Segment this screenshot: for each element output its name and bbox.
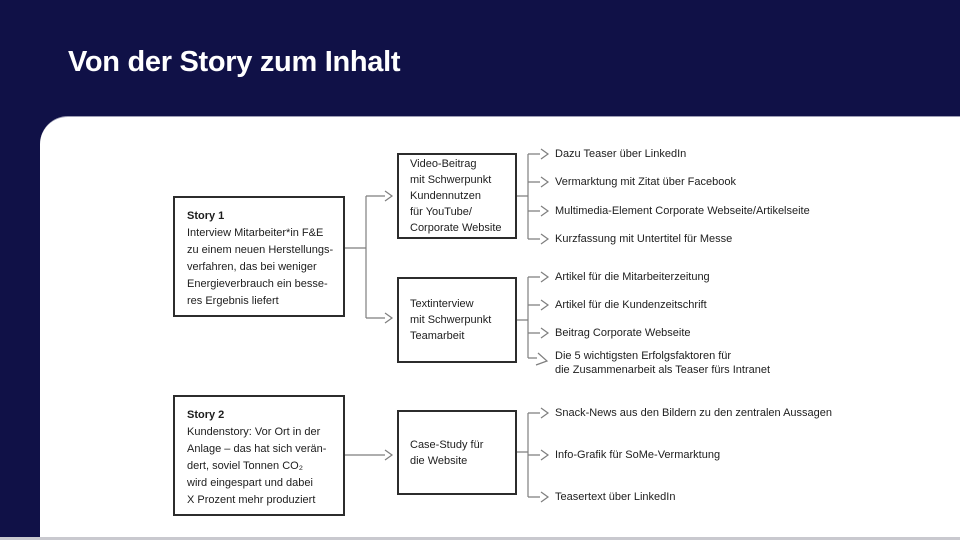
connector-casestudy-outputs [517,412,540,498]
output-video-3: Multimedia-Element Corporate Webseite/Ar… [555,205,810,217]
arrowhead-icon [384,312,394,324]
textinterview-format-label: Textinterview mit Schwerpunkt Teamarbeit [410,298,492,342]
connector-textinterview-outputs [517,276,540,359]
arrowhead-icon [384,449,394,461]
output-textinterview-4: Die 5 wichtigsten Erfolgsfaktoren für di… [555,350,771,376]
output-video-1: Dazu Teaser über LinkedIn [555,148,687,160]
arrowhead-icon [540,299,550,311]
output-textinterview-2: Artikel für die Kundenzeitschrift [555,299,707,311]
textinterview-format-box: Textinterview mit Schwerpunkt Teamarbeit [397,277,517,363]
output-casestudy-2: Info-Grafik für SoMe-Vermarktung [555,449,721,461]
casestudy-format-box: Case-Study für die Website [397,410,517,495]
arrowhead-icon [540,491,550,503]
video-format-label: Video-Beitrag mit Schwerpunkt Kundennutz… [410,158,502,234]
arrowhead-icon [540,327,550,339]
arrowhead-icon [384,190,394,202]
slide-title: Von der Story zum Inhalt [68,46,401,78]
casestudy-format-label: Case-Study für die Website [410,438,484,467]
story1-title: Story 1 [187,210,225,222]
story1-box: Story 1 Interview Mitarbeiter*in F&E zu … [173,196,345,317]
arrowhead-icon [540,271,550,283]
slide-bottom-edge [0,537,960,540]
arrowhead-icon [540,233,550,245]
connector-story1-stem [345,196,367,318]
output-casestudy-3: Teasertext über LinkedIn [555,491,676,503]
arrowhead-icon [535,352,549,366]
output-casestudy-1: Snack-News aus den Bildern zu den zentra… [555,407,833,419]
story2-body: Kundenstory: Vor Ort in der Anlage – das… [187,426,327,506]
output-textinterview-1: Artikel für die Mitarbeiterzeitung [555,271,710,283]
story2-box: Story 2 Kundenstory: Vor Ort in der Anla… [173,395,345,516]
story1-body: Interview Mitarbeiter*in F&E zu einem ne… [187,227,334,307]
output-textinterview-3: Beitrag Corporate Webseite [555,327,691,339]
output-video-2: Vermarktung mit Zitat über Facebook [555,176,736,188]
arrowhead-icon [540,449,550,461]
story2-title: Story 2 [187,409,225,421]
arrowhead-icon [540,148,550,160]
connector-video-outputs [517,153,540,240]
arrowhead-icon [540,176,550,188]
arrowhead-icon [540,205,550,217]
output-video-4: Kurzfassung mit Untertitel für Messe [555,233,733,245]
video-format-box: Video-Beitrag mit Schwerpunkt Kundennutz… [397,153,517,239]
arrowhead-icon [540,407,550,419]
